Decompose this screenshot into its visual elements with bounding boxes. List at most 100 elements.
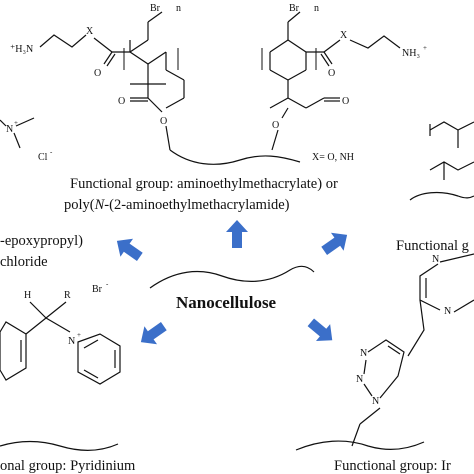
nh3-left-label: ⁺H₃N (10, 44, 33, 55)
arrow-up (226, 220, 248, 248)
n-left-label: n (176, 3, 181, 14)
tri-double (387, 345, 401, 355)
x-definition: X= O, NH (312, 152, 354, 163)
top-structure: ⁺H₃N X O Br n O O (10, 3, 427, 213)
bb-right-9 (287, 97, 307, 109)
caption-left-line2: chloride (0, 254, 48, 270)
tri-n-n2 (363, 383, 373, 397)
plus-right: + (423, 44, 427, 52)
bb-right-1 (269, 39, 289, 53)
pyr-n-label: N (68, 336, 75, 347)
triazole-ring (367, 339, 405, 399)
cellulose-chain-bottom-left (0, 440, 119, 451)
bb-left-1 (129, 39, 149, 53)
o6-label: O (272, 120, 279, 131)
imid-ring-top (439, 253, 474, 263)
pyr-ch-r (45, 301, 67, 319)
caption-right-top: Functional g (396, 238, 469, 254)
carbonyl-left-a (103, 51, 113, 65)
br-left-label: Br (150, 3, 161, 14)
ester-right-1 (305, 97, 325, 109)
ethyl-right (349, 35, 401, 49)
caption-top-line2-a: poly( (64, 197, 95, 213)
cl-minus: - (50, 148, 53, 156)
tri-n-n (363, 359, 367, 375)
carbonyl-right-b (320, 53, 330, 67)
bb-left-br (147, 11, 163, 23)
right-structure: Functional g (396, 121, 474, 254)
br-right-label: Br (289, 3, 300, 14)
imid-ring-left (419, 263, 441, 311)
nh3-right-label: NH₃ (402, 48, 420, 59)
o5-label: O (342, 96, 349, 107)
arrow-down-left (140, 322, 167, 345)
nanocellulose-center: Nanocellulose (149, 265, 315, 312)
bottom-left-structure: H R Br - N + onal group: Pyridinium (0, 280, 136, 474)
arrow-up-right (321, 232, 348, 255)
left-structure: N + Cl - -epoxypropyl) chloride (0, 117, 83, 270)
phenyl-ring (0, 321, 27, 381)
pyr-n-plus: + (77, 331, 81, 339)
tri-n1-label: N (360, 348, 367, 359)
caption-bottom-right: Functional group: Ir (334, 458, 451, 474)
quat-methyl-3 (0, 119, 7, 127)
quat-plus: + (14, 119, 18, 127)
bb-left-9 (165, 69, 185, 81)
bond-c-x-right (323, 39, 341, 53)
o4-label: O (328, 68, 335, 79)
caption-top-line2: poly(N-(2-aminoethylmethacrylamide) (64, 197, 290, 213)
caption-top-line1: Functional group: aminoethylmethacrylate… (70, 176, 338, 192)
cellulose-chain-right (409, 191, 474, 201)
bb-right-7 (269, 69, 289, 81)
bb-right-3 (287, 39, 307, 53)
bb-left-3 (129, 51, 149, 65)
tri-n3-label: N (372, 396, 379, 407)
pyr-br-minus: - (106, 280, 109, 288)
bb-left-11 (165, 97, 185, 109)
pyr-br-label: Br (92, 284, 103, 295)
x-left-label: X (86, 26, 94, 37)
right-chain-1 (429, 121, 474, 131)
ethyl-left (39, 34, 87, 48)
bb-right-br (287, 11, 301, 23)
imid-n1-label: N (432, 254, 439, 265)
arrow-up-left (116, 238, 143, 261)
imid-ring-right (453, 299, 474, 313)
bond-x-c-left (93, 37, 113, 53)
bb-right-10 (269, 97, 289, 109)
pyr-r-label: R (64, 290, 71, 301)
carbonyl-left-b (106, 53, 116, 67)
o1-label: O (94, 68, 101, 79)
x-right-label: X (340, 30, 348, 41)
arrow-down-right (307, 318, 333, 341)
n-right-label: n (314, 3, 319, 14)
cellulose-chain-top (169, 149, 301, 165)
imid-n2-label: N (444, 306, 451, 317)
ester-left-2 (147, 97, 163, 113)
quat-n-label: N (6, 124, 13, 135)
pyr-double-1 (83, 339, 99, 349)
right-chain-2 (429, 161, 474, 171)
pyr-ch-phenyl (25, 317, 47, 335)
caption-bottom-left: onal group: Pyridinium (0, 458, 136, 474)
ester-left-3 (165, 125, 171, 151)
caption-top-line2-n: N (94, 197, 106, 213)
bb-right-6 (287, 69, 307, 81)
bb-left-4 (147, 51, 167, 65)
caption-left-line1: -epoxypropyl) (0, 233, 83, 249)
center-label: Nanocellulose (176, 293, 277, 312)
pyr-h-label: H (24, 290, 31, 301)
ester-right-3 (271, 129, 279, 151)
o3-label: O (160, 116, 167, 127)
pyr-ch-n (45, 317, 71, 333)
quat-methyl-2 (13, 132, 21, 149)
cellulose-chain-center (149, 265, 315, 289)
carbonyl-right-a (323, 51, 333, 65)
o2-label: O (118, 96, 125, 107)
linker-ch2 (407, 299, 425, 357)
quat-methyl-1 (15, 117, 35, 127)
bottom-right-structure: N N N N N Functional group: Ir (295, 253, 474, 474)
pyr-double-3 (83, 369, 99, 379)
tri-n2-label: N (356, 374, 363, 385)
